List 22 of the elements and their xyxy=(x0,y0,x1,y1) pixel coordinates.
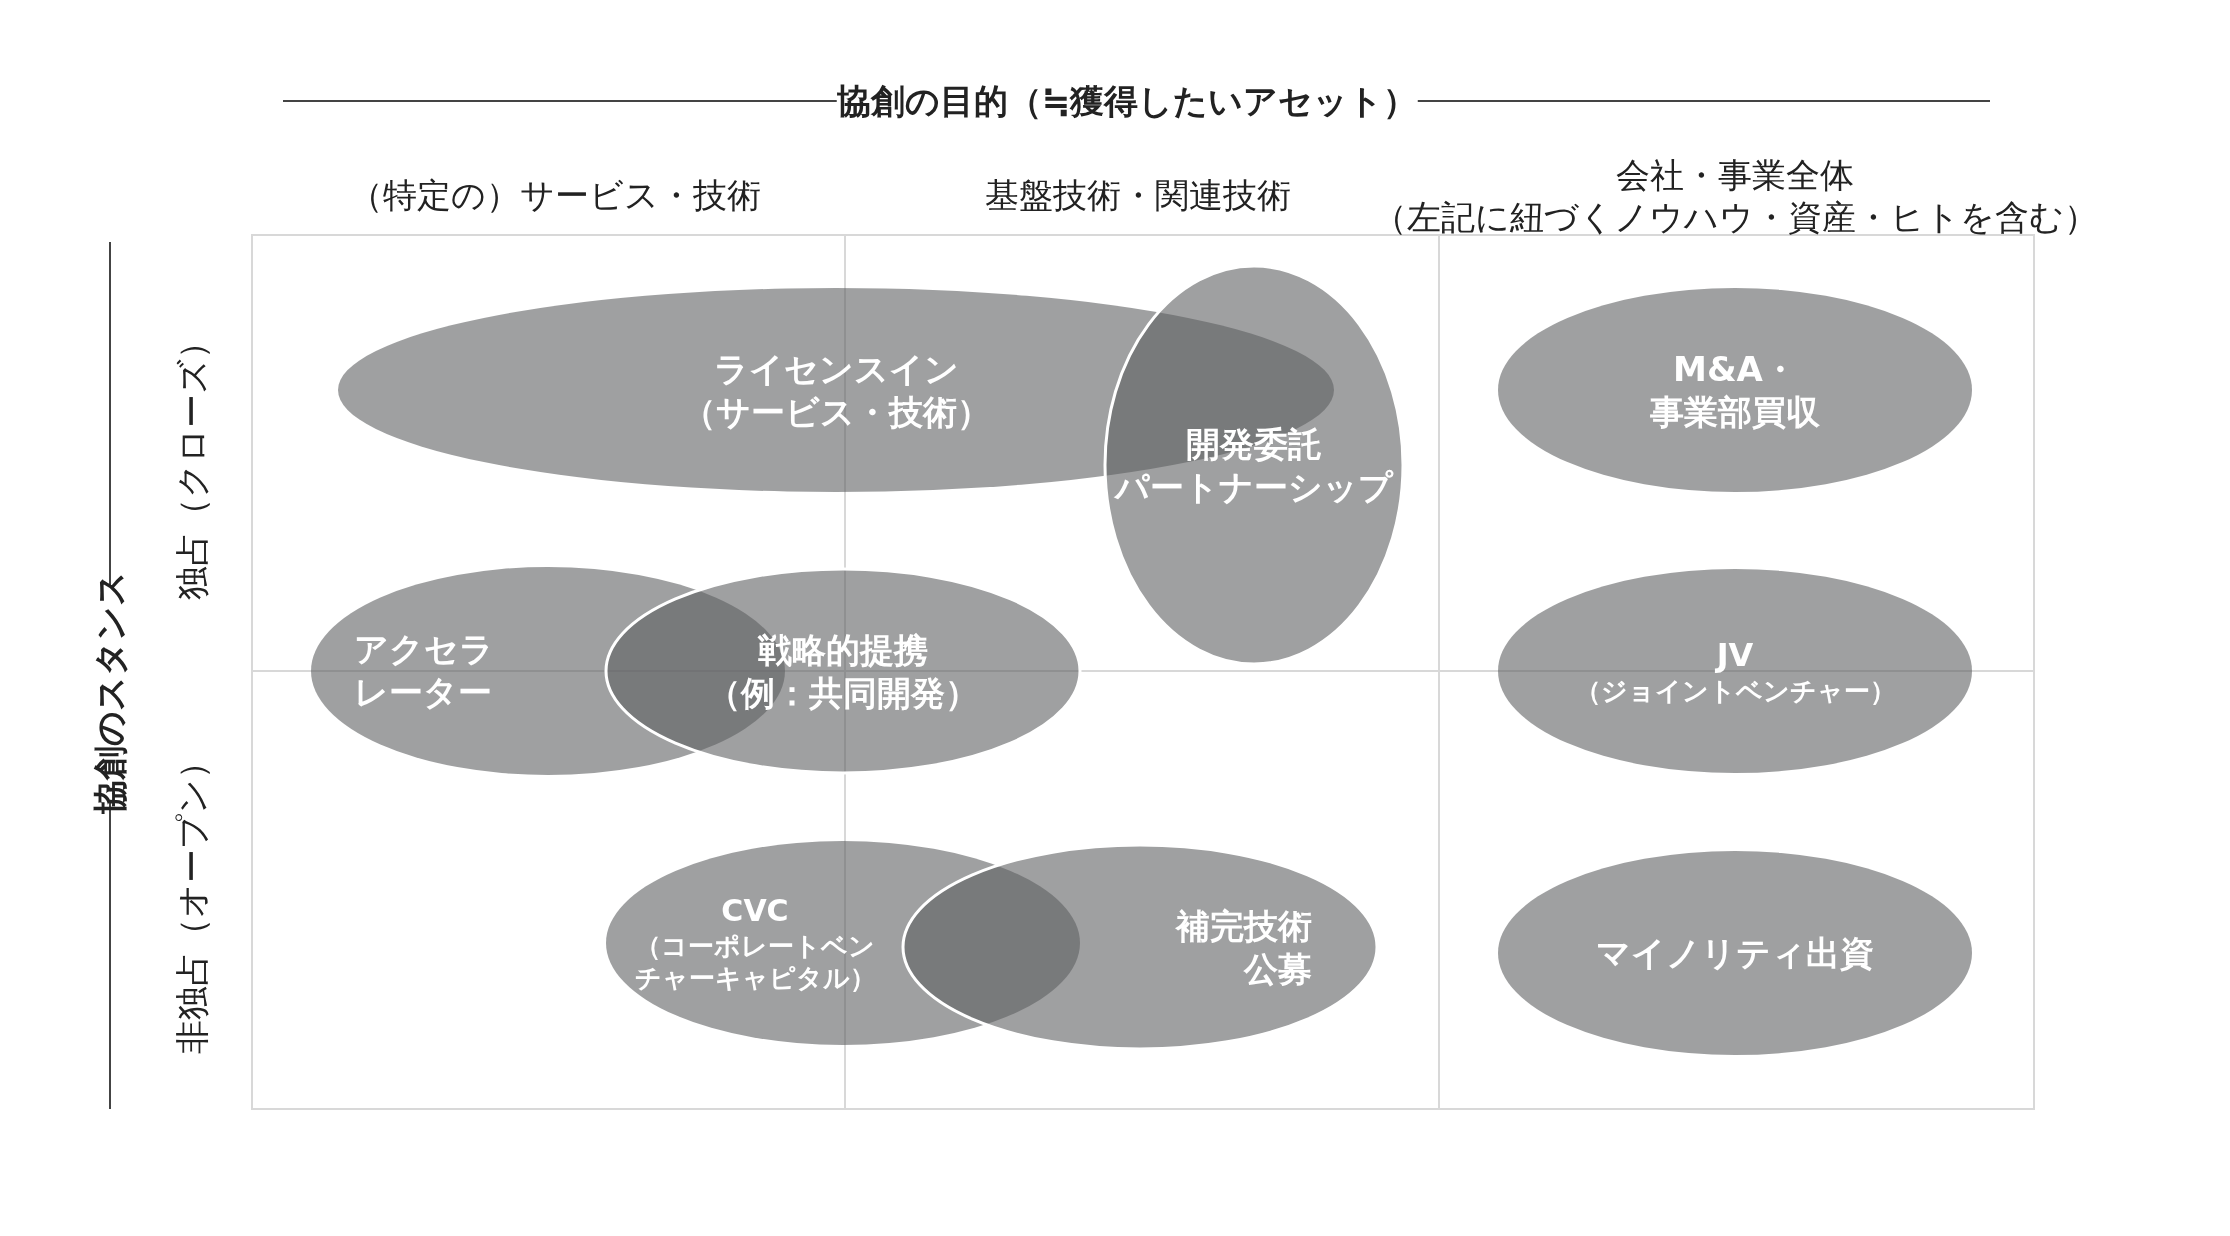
ellipse-label: （例：共同開発） xyxy=(707,671,979,714)
ellipse-label: パートナーシップ xyxy=(1115,465,1393,508)
ellipse-label: アクセラレーター xyxy=(354,627,495,713)
column-heading: （特定の）サービス・技術 xyxy=(349,174,761,216)
row-heading: 独占（クローズ） xyxy=(171,324,213,600)
ellipse-label: JV xyxy=(1716,634,1754,675)
axis-title: 協創のスタンス xyxy=(89,570,131,814)
column-heading: 会社・事業全体 xyxy=(1616,154,1854,196)
ellipse-label: 戦略的提携 xyxy=(758,628,928,671)
ellipse-label: 補完技術公募 xyxy=(1174,904,1312,990)
ellipse-label: （コーポレートベンチャーキャピタル） xyxy=(633,929,877,995)
ellipse-label: ライセンスイン xyxy=(713,347,959,390)
ellipse-label: マイノリティ出資 xyxy=(1596,931,1874,975)
ellipse-label: 開発委託 xyxy=(1186,422,1322,465)
ellipse-label: （サービス・技術） xyxy=(681,390,991,433)
ellipse-label: CVC xyxy=(721,891,789,930)
row-heading: 非独占（オープン） xyxy=(171,744,213,1054)
ellipse-label: （ジョイントベンチャー） xyxy=(1574,674,1896,708)
column-heading: 基盤技術・関連技術 xyxy=(985,174,1291,216)
column-heading: （左記に紐づくノウハウ・資産・ヒトを含む） xyxy=(1372,196,2098,238)
ellipse-label: M&A・ xyxy=(1673,347,1797,390)
ellipse-label: 事業部買収 xyxy=(1650,390,1820,433)
